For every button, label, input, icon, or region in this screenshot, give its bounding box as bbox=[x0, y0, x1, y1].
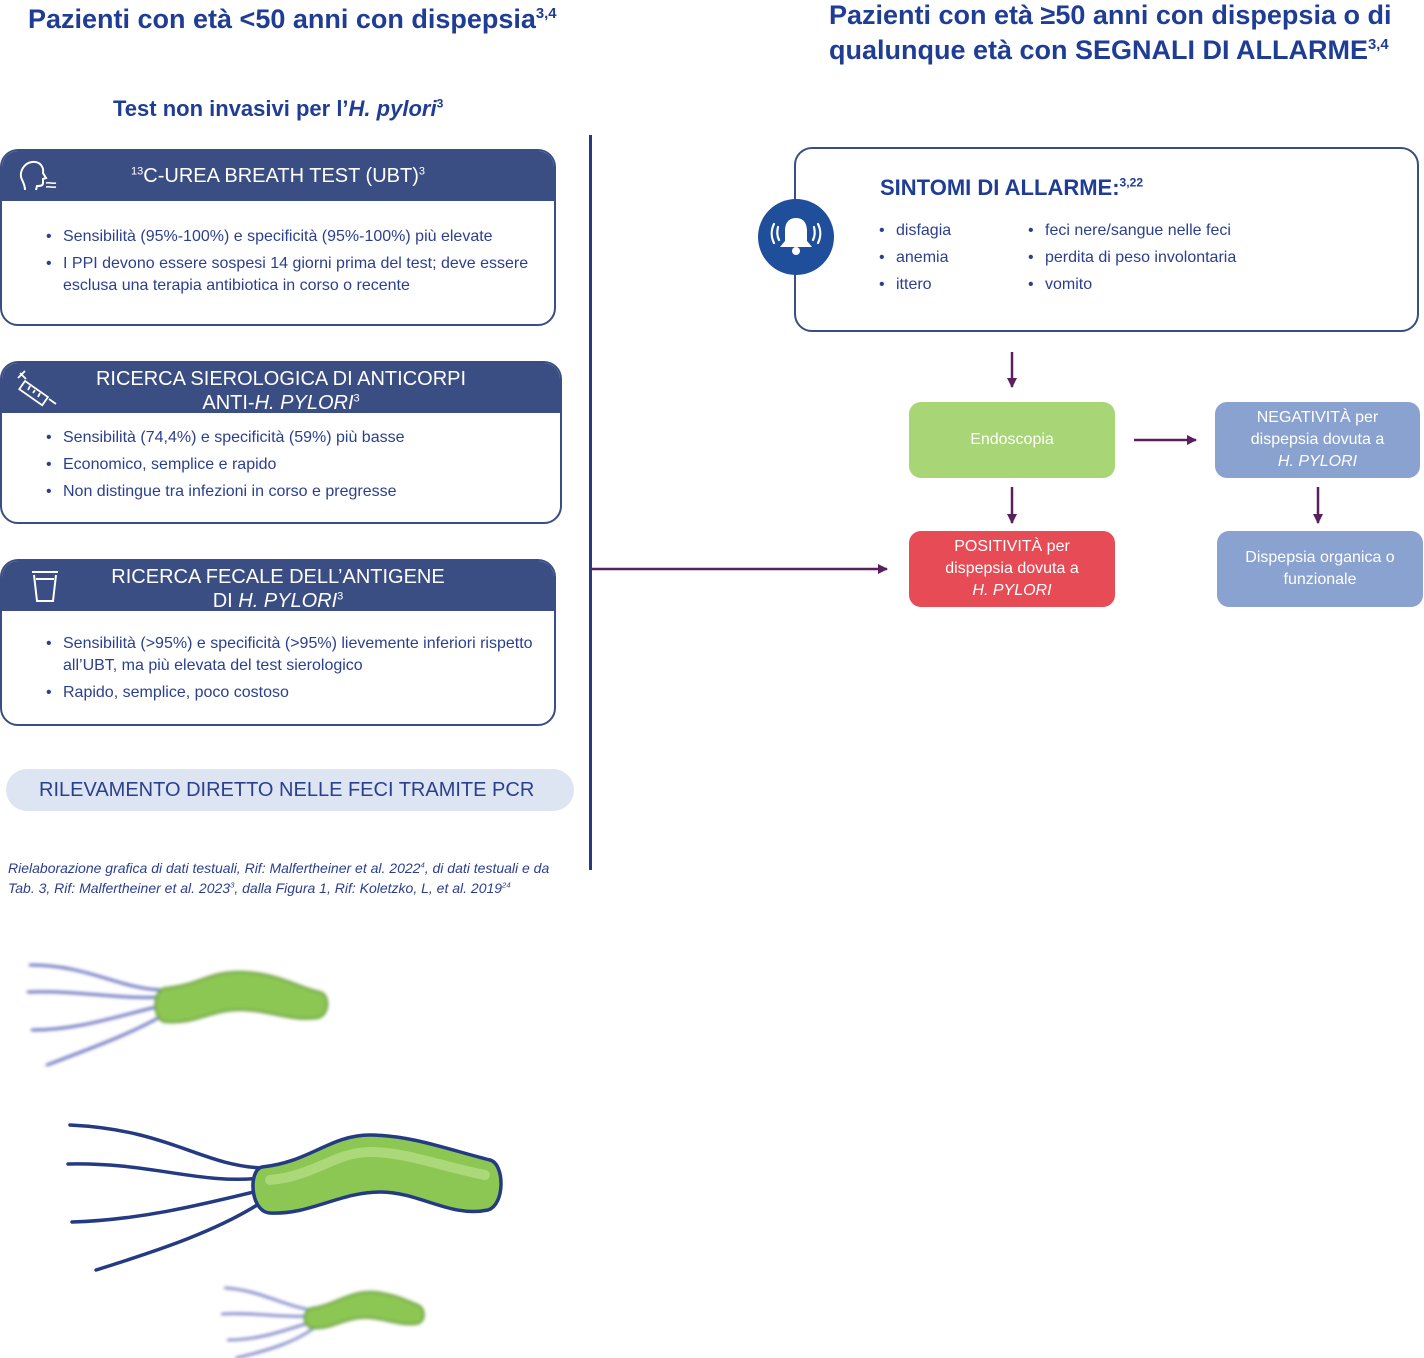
left-heading: Pazienti con età <50 anni con dispepsia3… bbox=[28, 4, 557, 34]
ubt-card-title: 13C-UREA BREATH TEST (UBT)3 bbox=[131, 165, 425, 187]
list-item: Rapido, semplice, poco costoso bbox=[46, 682, 540, 704]
list-item: Non distingue tra infezioni in corso e p… bbox=[46, 481, 546, 503]
source-note: Rielaborazione grafica di dati testuali,… bbox=[8, 860, 550, 896]
tests-subheading: Test non invasivi per l’H. pylori3 bbox=[113, 96, 444, 121]
bell-icon-badge bbox=[758, 199, 834, 275]
bacterium-icon bbox=[26, 963, 329, 1067]
ubt-bullets: Sensibilità (95%-100%) e specificità (95… bbox=[46, 226, 540, 302]
right-heading: Pazienti con età ≥50 anni con dispepsia … bbox=[829, 0, 1392, 65]
sample-cup-icon bbox=[32, 571, 58, 602]
symptoms-list-1: disfagia anemia ittero bbox=[879, 217, 951, 298]
divider-line bbox=[589, 135, 592, 870]
list-item: Sensibilità (95%-100%) e specificità (95… bbox=[46, 226, 540, 248]
serology-card-title: RICERCA SIEROLOGICA DI ANTICORPI ANTI-H.… bbox=[95, 368, 467, 414]
stool-antigen-bullets: Sensibilità (>95%) e specificità (>95%) … bbox=[46, 633, 540, 709]
dyspepsia-box: Dispepsia organica o funzionale bbox=[1217, 531, 1423, 607]
stool-antigen-card-title: RICERCA FECALE DELL’ANTIGENE DI H. PYLOR… bbox=[111, 566, 445, 612]
symptoms-list-2: feci nere/sangue nelle feci perdita di p… bbox=[1028, 217, 1236, 298]
list-item: feci nere/sangue nelle feci bbox=[1028, 217, 1236, 244]
serology-card: RICERCA SIEROLOGICA DI ANTICORPI ANTI-H.… bbox=[0, 361, 562, 524]
ubt-card-header: 13C-UREA BREATH TEST (UBT)3 bbox=[2, 151, 554, 201]
syringe-icon bbox=[17, 370, 57, 407]
list-item: vomito bbox=[1028, 271, 1236, 298]
list-item: disfagia bbox=[879, 217, 951, 244]
bacterium-icon bbox=[221, 1287, 425, 1358]
list-item: anemia bbox=[879, 244, 951, 271]
stool-antigen-card-header: RICERCA FECALE DELL’ANTIGENE DI H. PYLOR… bbox=[2, 561, 554, 612]
list-item: Sensibilità (>95%) e specificità (>95%) … bbox=[46, 633, 540, 677]
breath-icon bbox=[19, 160, 57, 191]
list-item: I PPI devono essere sospesi 14 giorni pr… bbox=[46, 253, 540, 297]
list-item: perdita di peso involontaria bbox=[1028, 244, 1236, 271]
serology-card-header: RICERCA SIEROLOGICA DI ANTICORPI ANTI-H.… bbox=[2, 363, 560, 414]
endoscopy-box: Endoscopia bbox=[909, 402, 1115, 478]
list-item: Sensibilità (74,4%) e specificità (59%) … bbox=[46, 427, 546, 449]
alarm-title: SINTOMI DI ALLARME:3,22 bbox=[880, 175, 1144, 200]
bell-icon bbox=[770, 218, 822, 255]
bacteria-illustration bbox=[26, 963, 503, 1358]
stool-antigen-card: RICERCA FECALE DELL’ANTIGENE DI H. PYLOR… bbox=[0, 559, 556, 726]
serology-bullets: Sensibilità (74,4%) e specificità (59%) … bbox=[46, 427, 546, 508]
pcr-label: RILEVAMENTO DIRETTO NELLE FECI TRAMITE P… bbox=[6, 769, 574, 811]
bacterium-icon bbox=[66, 1123, 503, 1272]
list-item: Economico, semplice e rapido bbox=[46, 454, 546, 476]
list-item: ittero bbox=[879, 271, 951, 298]
ubt-card: 13C-UREA BREATH TEST (UBT)3 Sensibilità … bbox=[0, 149, 556, 326]
